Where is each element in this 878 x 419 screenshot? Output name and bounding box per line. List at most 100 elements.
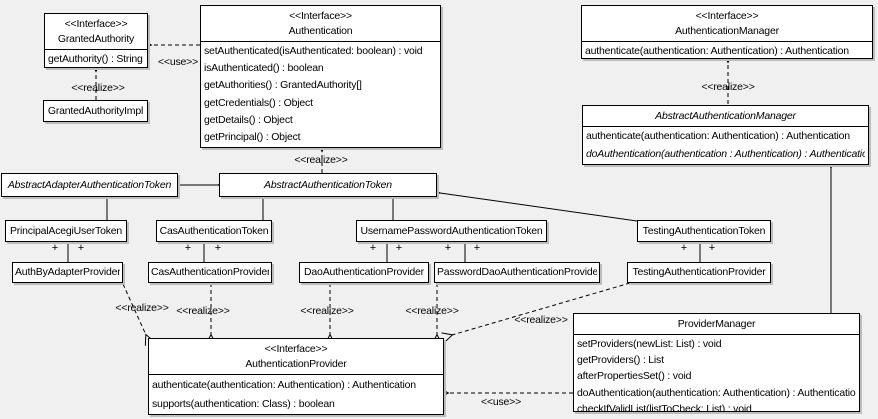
association-plus-marker: +	[77, 242, 85, 254]
edge-label-use-provider-manager: <<use>>	[480, 396, 522, 408]
class-title-compartment: <<Interface>>AuthenticationProvider	[149, 339, 443, 374]
class-name: TestingAuthenticationToken	[642, 225, 766, 237]
class-name: AuthByAdapterProvider	[15, 266, 120, 278]
class-name: PrincipalAcegiUserToken	[9, 225, 123, 237]
class-methods-compartment: setAuthenticated(isAuthenticated: boolea…	[201, 41, 440, 147]
class-name: PasswordDaoAuthenticationProvider	[437, 266, 597, 278]
class-title-compartment: TestingAuthenticationProvider	[628, 263, 770, 282]
class-method: setAuthenticated(isAuthenticated: boolea…	[204, 45, 423, 57]
class-method: authenticate(authentication: Authenticat…	[586, 130, 850, 142]
class-stereotype: <<Interface>>	[289, 10, 352, 22]
class-auth-by-adapter-provider: AuthByAdapterProvider	[12, 262, 123, 283]
class-abstract-authentication-manager: AbstractAuthenticationManager authenticat…	[582, 105, 869, 165]
association-plus-marker: +	[395, 242, 403, 254]
class-username-password-authentication-token: UsernamePasswordAuthenticationToken	[356, 220, 547, 242]
class-provider-manager: ProviderManager setProviders(newList: Lis…	[573, 313, 860, 412]
class-title-compartment: ProviderManager	[574, 314, 859, 334]
class-method: authenticate(authentication: Authenticat…	[152, 379, 416, 391]
class-name: CasAuthenticationToken	[159, 225, 269, 237]
class-title-compartment: CasAuthenticationToken	[157, 221, 271, 241]
class-stereotype: <<Interface>>	[64, 18, 128, 30]
class-abstract-adapter-authentication-token: AbstractAdapterAuthenticationToken	[1, 173, 178, 197]
class-name: AuthenticationManager	[675, 25, 779, 37]
class-title-compartment: CasAuthenticationProvider	[149, 263, 271, 282]
realize-edge-authbyadapterprovider	[122, 283, 146, 335]
class-testing-authentication-token: TestingAuthenticationToken	[637, 220, 771, 242]
class-title-compartment: GrantedAuthorityImpl	[44, 101, 147, 121]
edge-label-realize-auth-by-adapter-provider: <<realize>>	[115, 302, 169, 314]
class-method: doAuthentication(authentication : Authen…	[586, 147, 865, 160]
class-dao-authentication-provider: DaoAuthenticationProvider	[299, 262, 429, 283]
class-authentication-manager: <<Interface>> AuthenticationManager authen…	[581, 5, 873, 59]
class-name: CasAuthenticationProvider	[151, 266, 269, 278]
class-abstract-authentication-token: AbstractAuthenticationToken	[219, 173, 437, 197]
class-name: Authentication	[288, 25, 353, 37]
class-method: doAuthentication(authentication: Authent…	[577, 386, 856, 399]
edge-label-realize-cas-authentication-provider: <<realize>>	[176, 305, 230, 317]
class-title-compartment: <<Interface>> AuthenticationManager	[582, 6, 872, 41]
realize-edge-testingauthenticationprovider	[452, 282, 631, 335]
class-method: afterPropertiesSet() : void	[577, 370, 692, 383]
class-method: setProviders(newList: List) : void	[577, 338, 722, 350]
edge-label-realize-abstract-authentication-manager: <<realize>>	[701, 81, 755, 93]
class-methods-compartment: setProviders(newList: List) : void getPro…	[574, 334, 859, 412]
association-plus-marker: +	[184, 242, 192, 254]
class-name: TestingAuthenticationProvider	[632, 266, 766, 278]
edge-label-use-granted-authority: <<use>>	[157, 56, 199, 68]
class-title-compartment: <<Interface>> GrantedAuthority	[45, 14, 147, 49]
edge-label-realize-dao-authentication-provider: <<realize>>	[300, 305, 354, 317]
class-title-compartment: AbstractAuthenticationManager	[583, 106, 868, 126]
class-title-compartment: TestingAuthenticationToken	[638, 221, 770, 241]
class-title-compartment: UsernamePasswordAuthenticationToken	[357, 221, 546, 241]
class-methods-compartment: authenticate(authentication: Authenticat…	[582, 41, 872, 58]
class-method: getPrincipal() : Object	[204, 131, 301, 144]
edge-label-realize-abstract-authentication-token: <<realize>>	[294, 154, 348, 166]
association-plus-marker: +	[214, 242, 222, 254]
class-title-compartment: AbstractAuthenticationToken	[220, 174, 436, 196]
class-password-dao-authentication-provider: PasswordDaoAuthenticationProvider	[434, 262, 600, 283]
class-methods-compartment: authenticate(authentication: Authenticat…	[149, 374, 443, 414]
class-name: AbstractAuthenticationToken	[264, 179, 392, 191]
class-granted-authority-impl: GrantedAuthorityImpl	[43, 100, 148, 122]
class-authentication: <<Interface>> Authentication setAuthentica…	[200, 5, 441, 148]
class-method: authenticate(authentication: Authenticat…	[585, 45, 849, 57]
edge-label-realize-password-dao-authentication-provider: <<realize>>	[405, 305, 459, 317]
association-plus-marker: +	[473, 242, 481, 254]
class-name: AuthenticationProvider	[245, 358, 347, 370]
class-title-compartment: PrincipalAcegiUserToken	[6, 221, 126, 241]
class-method: checkIfValidList(listToCheck: List) : vo…	[577, 402, 752, 412]
class-cas-authentication-token: CasAuthenticationToken	[156, 220, 272, 242]
association-plus-marker: +	[369, 242, 377, 254]
class-name: AbstractAuthenticationManager	[655, 110, 796, 122]
edge-label-realize-granted-authority-impl: <<realize>>	[71, 82, 125, 94]
class-title-compartment: DaoAuthenticationProvider	[300, 263, 428, 282]
class-authentication-provider: <<Interface>>AuthenticationProvider authe…	[148, 338, 444, 415]
class-name: ProviderManager	[677, 318, 756, 330]
class-name: DaoAuthenticationProvider	[304, 266, 424, 278]
class-methods-compartment: authenticate(authentication: Authenticat…	[583, 126, 868, 164]
class-testing-authentication-provider: TestingAuthenticationProvider	[627, 262, 771, 283]
class-principal-acegi-user-token: PrincipalAcegiUserToken	[5, 220, 127, 242]
class-method: getProviders() : List	[577, 354, 664, 367]
class-method: getAuthority() : String	[48, 53, 143, 65]
class-method: getDetails() : Object	[204, 113, 293, 126]
class-name: GrantedAuthorityImpl	[47, 105, 144, 117]
class-method: getCredentials() : Object	[204, 96, 313, 109]
association-plus-marker: +	[708, 242, 716, 254]
class-cas-authentication-provider: CasAuthenticationProvider	[148, 262, 272, 283]
generalization-edge-testingauthenticationtoken	[440, 193, 638, 222]
class-name: GrantedAuthority	[57, 33, 135, 45]
class-method: supports(authentication: Class) : boolea…	[152, 397, 335, 410]
association-plus-marker: +	[444, 242, 452, 254]
class-title-compartment: AbstractAdapterAuthenticationToken	[2, 174, 177, 196]
class-name: UsernamePasswordAuthenticationToken	[360, 225, 543, 237]
class-stereotype: <<Interface>>	[695, 10, 759, 22]
class-title-compartment: <<Interface>> Authentication	[201, 6, 440, 41]
class-method: getAuthorities() : GrantedAuthority[]	[204, 79, 362, 92]
class-granted-authority: <<Interface>> GrantedAuthority getAuthorit…	[44, 13, 148, 68]
association-plus-marker: +	[680, 242, 688, 254]
class-name: AbstractAdapterAuthenticationToken	[7, 179, 172, 191]
class-title-compartment: PasswordDaoAuthenticationProvider	[435, 263, 599, 282]
association-plus-marker: +	[51, 242, 59, 254]
